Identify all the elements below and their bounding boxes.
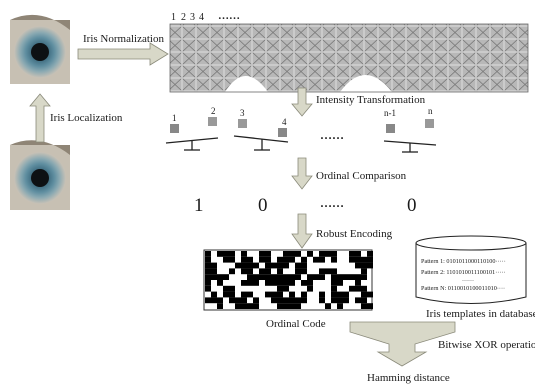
comparator-label: n-1 <box>384 108 396 118</box>
arrow-down-ordinal <box>291 157 313 190</box>
database-label: Iris templates in database <box>426 308 535 320</box>
normalized-iris-strip <box>169 23 529 93</box>
iris-normalization-label: Iris Normalization <box>83 33 164 45</box>
comparator-label: 2 <box>211 106 216 116</box>
arrow-right <box>77 42 169 66</box>
database-ellipsis: …… <box>462 277 474 283</box>
ordinal-code-pattern <box>203 249 373 311</box>
strip-index: 4 <box>199 12 204 23</box>
strip-index-ellipsis: …… <box>218 10 240 22</box>
database-pattern: Pattern 1: 0101011000110100····· <box>421 258 506 265</box>
comparator-label: 4 <box>282 117 287 127</box>
hamming-distance-label: Hamming distance <box>367 372 450 384</box>
ordinal-comparison-label: Ordinal Comparison <box>316 170 407 182</box>
iris-localization-label: Iris Localization <box>50 112 123 124</box>
template-database <box>415 235 527 304</box>
comparator-label: 3 <box>240 108 245 118</box>
bitwise-xor-label: Bitwise XOR operation <box>438 339 535 351</box>
bit-ellipsis: …… <box>320 196 344 210</box>
iris-image-bottom <box>10 140 70 210</box>
ordinal-bit: 0 <box>258 195 268 216</box>
robust-encoding-label: Robust Encoding <box>316 228 393 240</box>
strip-index: 2 <box>181 12 186 23</box>
comparator-pair-n <box>383 119 437 153</box>
strip-index: 1 <box>171 12 176 23</box>
database-pattern: Pattern 2: 1101010011100101····· <box>421 269 506 276</box>
comparator-ellipsis: …… <box>320 128 344 142</box>
ordinal-bit: 0 <box>407 195 417 216</box>
strip-index: 3 <box>190 12 195 23</box>
intensity-transformation-label: Intensity Transformation <box>316 94 426 106</box>
arrow-down-intensity <box>291 87 313 117</box>
ordinal-code-label: Ordinal Code <box>266 318 326 330</box>
arrow-down-encoding <box>291 213 313 249</box>
database-pattern: Pattern N: 0110010100011010···· <box>421 285 505 292</box>
comparator-label: n <box>428 106 433 116</box>
comparator-label: 1 <box>172 113 177 123</box>
arrow-up <box>29 93 51 143</box>
comparator-pair-2 <box>233 119 289 151</box>
iris-image-top <box>10 14 70 84</box>
merge-arrow <box>349 321 456 367</box>
comparator-pair-1 <box>165 117 219 151</box>
ordinal-bit: 1 <box>194 195 204 216</box>
